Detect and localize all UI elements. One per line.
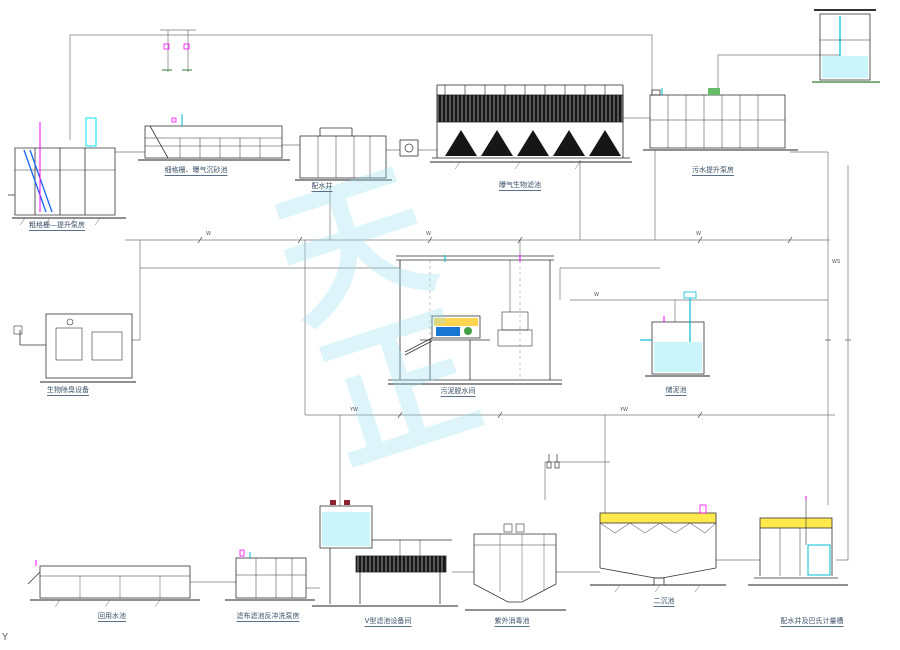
pipe-tag: W — [206, 231, 211, 237]
unit-fine-screen-graphic — [144, 114, 283, 159]
valve-symbols — [162, 43, 560, 469]
unit-aeration-biofilter-graphic — [432, 84, 630, 159]
unit-label-secondary-clarifier: 二沉池 — [653, 597, 675, 607]
pipe-tag: W — [426, 231, 431, 237]
pipe-tag: W — [594, 292, 599, 298]
unit-sludge-storage-graphic — [640, 291, 705, 375]
unit-label-uv-disinfection: 紫外消毒池 — [494, 617, 530, 627]
unit-label-fine-screen: 细格栅、曝气沉砂池 — [164, 166, 228, 176]
unit-label-reuse-water-tank: 回用水池 — [98, 612, 126, 622]
corner-mark: Y — [2, 632, 9, 643]
unit-label-filter-backwash: 滤布滤池反冲洗泵房 — [236, 612, 300, 622]
ground-lines — [12, 81, 880, 611]
unit-v-filter-graphic — [319, 500, 452, 604]
pipe-tag: YW — [350, 407, 358, 413]
unit-sewage-lift-pump-graphic — [649, 88, 786, 149]
unit-distribution-well-graphic — [299, 127, 387, 179]
unit-label-coarse-screen: 粗格栅—提升泵房 — [29, 221, 85, 231]
unit-sludge-dewatering-graphic — [388, 255, 562, 381]
unit-label-sewage-lift-pump: 污水提升泵房 — [692, 166, 734, 176]
ground-hatch — [19, 161, 701, 608]
unit-label-sludge-dewatering: 污泥脱水间 — [440, 387, 476, 397]
unit-label-parshall-flume: 配水井及巴氏计量槽 — [780, 617, 844, 627]
unit-bio-deodorization-graphic — [13, 313, 133, 379]
unit-label-aeration-biofilter: 曝气生物滤池 — [499, 181, 541, 191]
pipe-tag: WS — [832, 259, 841, 265]
pipeline-network — [69, 16, 849, 589]
unit-filter-backwash-graphic — [235, 549, 307, 599]
unit-reuse-water-tank-graphic — [27, 560, 191, 599]
unit-coarse-screen-graphic — [8, 117, 116, 216]
unit-uv-disinfection-graphic — [473, 523, 557, 603]
unit-label-bio-deodorization: 生物除臭设备 — [47, 386, 89, 396]
pipe-tick-marks — [197, 236, 851, 419]
pipe-tag: YW — [620, 407, 628, 413]
unit-parshall-flume-graphic — [754, 496, 838, 579]
rooftop-tank-graphic — [814, 9, 876, 81]
unit-secondary-clarifier-graphic — [599, 504, 717, 586]
unit-label-sludge-storage: 储泥池 — [665, 386, 687, 396]
unit-label-distribution-well: 配水井 — [311, 182, 333, 192]
unit-label-v-filter: V型滤池设备间 — [364, 617, 412, 627]
pipe-tag: W — [696, 231, 701, 237]
